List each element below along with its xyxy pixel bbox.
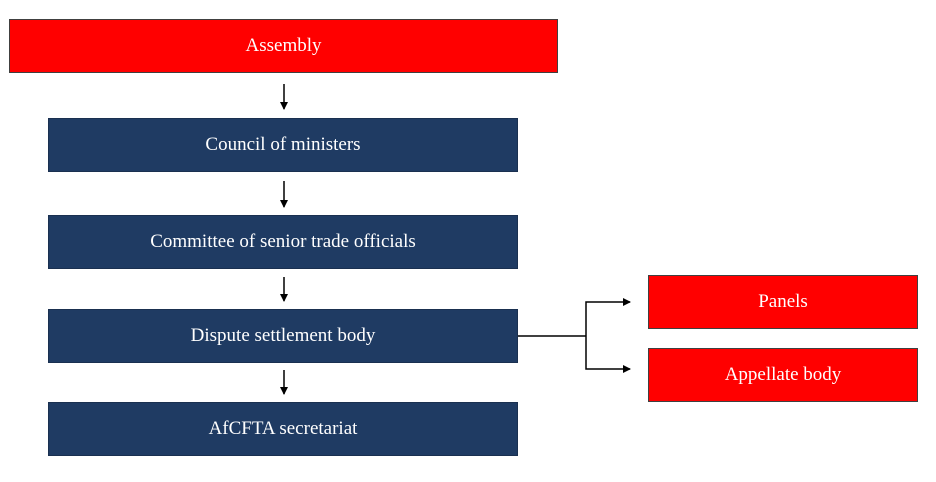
node-afcfta-secretariat: AfCFTA secretariat <box>48 402 518 456</box>
node-council-of-ministers: Council of ministers <box>48 118 518 172</box>
arrow-to-appellate <box>585 336 631 373</box>
node-committee-senior-trade-officials: Committee of senior trade officials <box>48 215 518 269</box>
node-assembly: Assembly <box>9 19 558 73</box>
node-committee-label: Committee of senior trade officials <box>150 231 416 252</box>
node-secretariat-label: AfCFTA secretariat <box>208 418 358 439</box>
node-appellate-label: Appellate body <box>724 364 842 385</box>
node-dispute-label: Dispute settlement body <box>190 325 376 346</box>
node-dispute-settlement-body: Dispute settlement body <box>48 309 518 363</box>
node-panels: Panels <box>648 275 918 329</box>
node-assembly-label: Assembly <box>245 35 322 56</box>
node-panels-label: Panels <box>758 291 808 312</box>
node-council-label: Council of ministers <box>205 134 361 155</box>
node-appellate-body: Appellate body <box>648 348 918 402</box>
arrow-to-panels <box>585 298 631 336</box>
